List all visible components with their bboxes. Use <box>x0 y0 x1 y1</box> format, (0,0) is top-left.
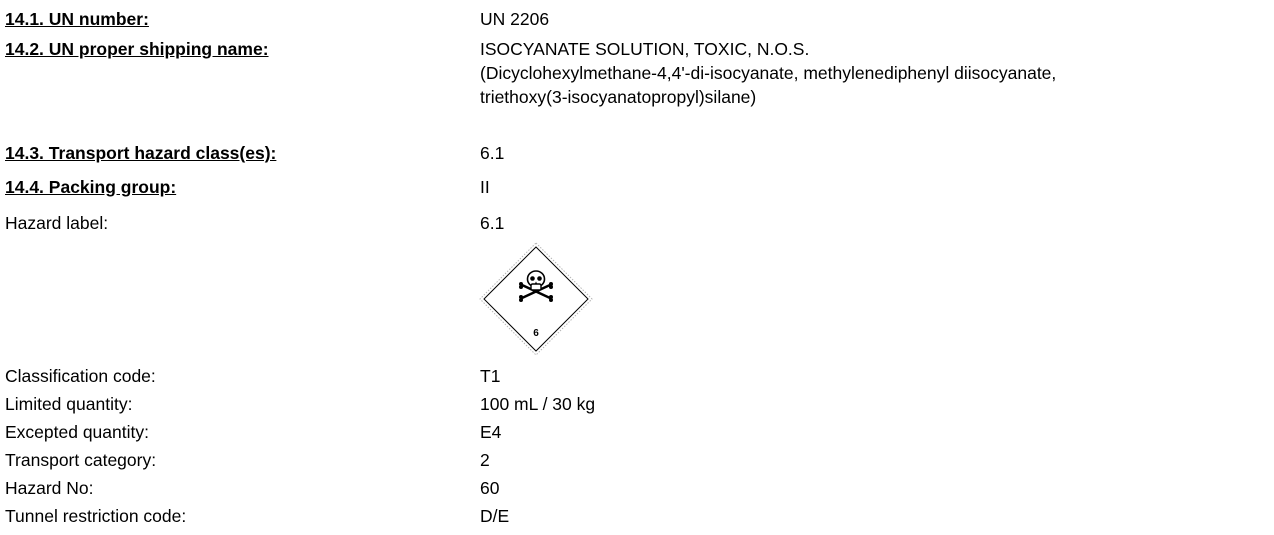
hazard-label-value: 6.1 <box>480 213 505 233</box>
toxic-hazard-pictogram: 6 <box>479 242 593 356</box>
transport-category-value: 2 <box>480 450 490 470</box>
shipping-name-line: (Dicyclohexylmethane-4,4'-di-isocyanate,… <box>480 63 1057 83</box>
excepted-quantity-label: Excepted quantity: <box>5 422 149 442</box>
classification-code-value: T1 <box>480 366 501 386</box>
hazard-class-label: 14.3. Transport hazard class(es): <box>5 143 277 163</box>
un-number-value: UN 2206 <box>480 9 550 29</box>
limited-quantity-label: Limited quantity: <box>5 394 133 414</box>
excepted-quantity-value: E4 <box>480 422 502 442</box>
hazard-label-label: Hazard label: <box>5 213 109 233</box>
classification-code-label: Classification code: <box>5 366 156 386</box>
hazard-no-value: 60 <box>480 478 500 498</box>
skull-and-crossbones-icon: 6 <box>479 242 593 356</box>
shipping-name-line: triethoxy(3-isocyanatopropyl)silane) <box>480 87 757 107</box>
tunnel-restriction-value: D/E <box>480 506 510 526</box>
shipping-name-label: 14.2. UN proper shipping name: <box>5 39 269 59</box>
un-number-label: 14.1. UN number: <box>5 9 149 29</box>
transport-category-label: Transport category: <box>5 450 157 470</box>
limited-quantity-value: 100 mL / 30 kg <box>480 394 596 414</box>
packing-group-label: 14.4. Packing group: <box>5 177 177 197</box>
pictogram-class-number: 6 <box>533 328 539 339</box>
shipping-name-line: ISOCYANATE SOLUTION, TOXIC, N.O.S. <box>480 39 810 59</box>
packing-group-value: II <box>480 177 490 197</box>
hazard-class-value: 6.1 <box>480 143 505 163</box>
shipping-name-value: ISOCYANATE SOLUTION, TOXIC, N.O.S. (Dicy… <box>480 37 1056 109</box>
hazard-no-label: Hazard No: <box>5 478 94 498</box>
tunnel-restriction-label: Tunnel restriction code: <box>5 506 187 526</box>
